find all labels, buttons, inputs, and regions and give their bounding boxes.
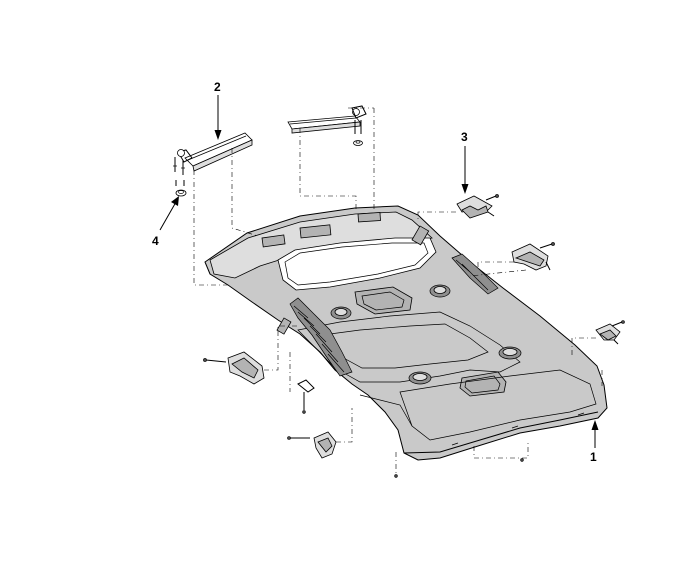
- bracket-rear-left: [287, 431, 337, 459]
- bracket-mid-left: [203, 351, 265, 385]
- clip-left: [297, 379, 315, 414]
- callout-label-2: 2: [214, 80, 221, 94]
- headliner-panel: [204, 205, 608, 461]
- bracket-rear-right: [595, 320, 625, 345]
- leader-lines: [193, 107, 603, 478]
- callout-label-1: 1: [590, 450, 597, 464]
- callout-label-3: 3: [461, 130, 468, 144]
- sun-visor-left: [173, 132, 253, 197]
- bracket-front-right: [456, 194, 499, 219]
- sun-visor-right: [287, 105, 367, 146]
- bracket-mid-right: [511, 242, 555, 271]
- callout-label-4: 4: [152, 234, 159, 248]
- callout-arrows: [159, 95, 599, 448]
